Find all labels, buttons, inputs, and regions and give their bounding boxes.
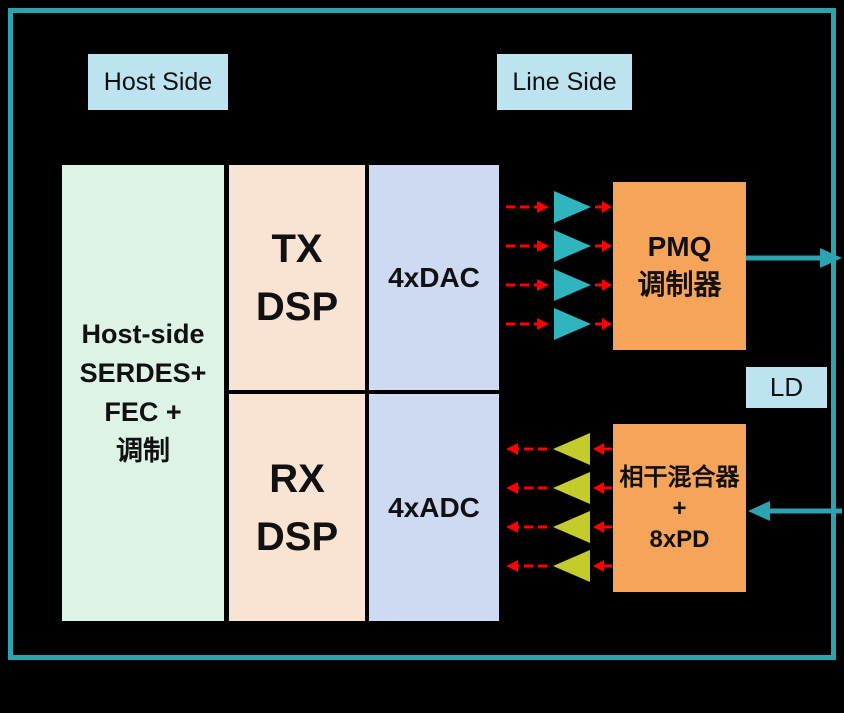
coherent-mixer-block: 相干混合器 + 8xPD	[613, 424, 746, 592]
adc-block: 4xADC	[367, 392, 501, 623]
serdes-block-text: Host-side SERDES+ FEC + 调制	[80, 315, 207, 471]
pmq-text: PMQ 调制器	[637, 228, 721, 304]
rx-dsp-line: RX	[269, 456, 325, 501]
line-side-label: Line Side	[497, 54, 632, 110]
dac-block: 4xDAC	[367, 163, 501, 392]
ld-label-text: LD	[769, 372, 804, 402]
host-side-label: Host Side	[88, 54, 228, 110]
ld-label: LD	[746, 367, 827, 408]
tx-dsp-line: TX	[271, 226, 323, 271]
coherent-mixer-line: 8xPD	[649, 525, 710, 553]
pmq-line: PMQ	[647, 231, 712, 262]
coherent-mixer-text: 相干混合器 + 8xPD	[620, 462, 740, 555]
serdes-line: Host-side	[81, 319, 205, 349]
pmq-modulator-block: PMQ 调制器	[613, 182, 746, 350]
tx-dsp-text: TX DSP	[256, 220, 338, 336]
serdes-line: FEC +	[104, 397, 182, 427]
coherent-mixer-line: +	[672, 494, 687, 522]
line-side-label-text: Line Side	[512, 67, 617, 96]
tx-dsp-block: TX DSP	[227, 163, 367, 392]
coherent-mixer-line: 相干混合器	[619, 463, 740, 491]
serdes-line: SERDES+	[79, 358, 207, 388]
rx-dsp-line: DSP	[255, 514, 339, 559]
rx-dsp-text: RX DSP	[256, 450, 338, 566]
adc-label: 4xADC	[388, 491, 480, 523]
serdes-block: Host-side SERDES+ FEC + 调制	[60, 163, 226, 623]
dac-label: 4xDAC	[388, 261, 480, 293]
pmq-line: 调制器	[637, 269, 722, 300]
rx-dsp-block: RX DSP	[227, 392, 367, 623]
tx-dsp-line: DSP	[255, 284, 339, 329]
serdes-line: 调制	[116, 436, 170, 466]
diagram-border-frame	[8, 8, 836, 660]
host-side-label-text: Host Side	[103, 67, 213, 96]
